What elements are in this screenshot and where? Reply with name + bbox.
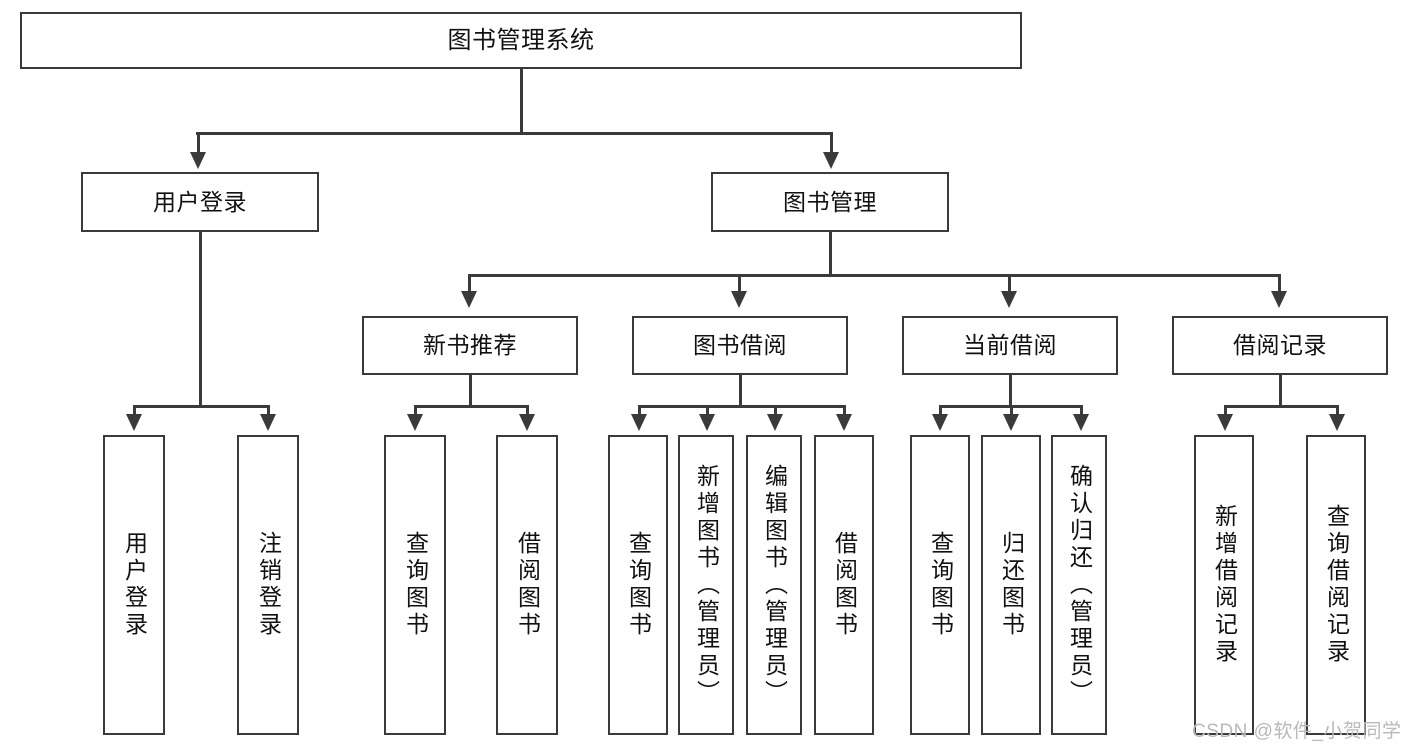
- leaf-confirm-return-admin[interactable]: 确认归还（管理员）: [1051, 435, 1107, 735]
- arrowhead-book-borrow-child-4: [836, 414, 852, 431]
- arrowhead-book-management: [823, 152, 839, 169]
- connector-drop-new-book: [468, 274, 471, 294]
- arrowhead-new-book: [461, 291, 477, 308]
- node-label: 借阅图书: [514, 531, 541, 639]
- arrowhead-borrow-record-child-2: [1329, 414, 1345, 431]
- node-label: 确认归还（管理员）: [1066, 463, 1093, 707]
- connector-new-book-stem: [469, 375, 472, 405]
- node-book-borrow[interactable]: 图书借阅: [632, 316, 848, 375]
- connector-book-management-stem: [829, 232, 832, 276]
- leaf-borrow-book[interactable]: 借阅图书: [814, 435, 874, 735]
- arrowhead-book-borrow-child-1: [631, 414, 647, 431]
- connector-root-stem: [520, 69, 523, 133]
- connector-book-borrow-child-1: [638, 405, 641, 417]
- connector-level3-bar: [468, 274, 1281, 277]
- connector-borrow-record-stem: [1279, 375, 1282, 405]
- leaf-borrow-book-recommend[interactable]: 借阅图书: [496, 435, 558, 735]
- node-label: 新书推荐: [423, 332, 517, 359]
- node-label: 新增借阅记录: [1211, 504, 1238, 666]
- node-label: 查询借阅记录: [1323, 504, 1350, 666]
- connector-new-book-bar: [414, 405, 528, 408]
- connector-drop-book-management: [830, 132, 833, 157]
- connector-drop-borrow-record: [1278, 274, 1281, 294]
- arrowhead-new-book-child-1: [407, 414, 423, 431]
- arrowhead-book-borrow-child-3: [767, 414, 783, 431]
- connector-book-borrow-bar: [638, 405, 846, 408]
- node-label: 归还图书: [998, 531, 1025, 639]
- connector-book-borrow-child-3: [774, 405, 777, 417]
- leaf-search-borrow-record[interactable]: 查询借阅记录: [1306, 435, 1366, 735]
- node-label: 查询图书: [402, 531, 429, 639]
- connector-user-login-child-2: [267, 405, 270, 417]
- arrowhead-borrow-record-child-1: [1217, 414, 1233, 431]
- connector-drop-current-borrow: [1008, 274, 1011, 294]
- node-new-book-recommend[interactable]: 新书推荐: [362, 316, 578, 375]
- leaf-search-book-recommend[interactable]: 查询图书: [384, 435, 446, 735]
- arrowhead-current-borrow-child-1: [932, 414, 948, 431]
- node-borrow-record[interactable]: 借阅记录: [1172, 316, 1388, 375]
- leaf-logout[interactable]: 注销登录: [237, 435, 299, 735]
- arrowhead-current-borrow: [1001, 291, 1017, 308]
- arrowhead-book-borrow: [731, 291, 747, 308]
- arrowhead-book-borrow-child-2: [699, 414, 715, 431]
- arrowhead-user-login: [190, 152, 206, 169]
- leaf-search-book[interactable]: 查询图书: [608, 435, 668, 735]
- connector-new-book-child-1: [414, 405, 417, 417]
- connector-drop-user-login: [197, 132, 200, 157]
- node-label: 图书管理: [783, 188, 877, 215]
- connector-level1-bar: [196, 132, 833, 135]
- arrowhead-user-login-child-1: [126, 414, 142, 431]
- node-label: 借阅记录: [1233, 332, 1327, 359]
- connector-current-borrow-stem: [1009, 375, 1012, 405]
- node-label: 查询图书: [625, 531, 652, 639]
- connector-drop-book-borrow: [738, 274, 741, 294]
- node-current-borrow[interactable]: 当前借阅: [902, 316, 1118, 375]
- connector-user-login-bar: [133, 405, 269, 408]
- connector-book-borrow-stem: [739, 375, 742, 405]
- connector-current-borrow-child-2: [1010, 405, 1013, 417]
- connector-book-borrow-child-4: [843, 405, 846, 417]
- node-label: 借阅图书: [831, 531, 858, 639]
- connector-new-book-child-2: [526, 405, 529, 417]
- arrowhead-user-login-child-2: [260, 414, 276, 431]
- node-label: 用户登录: [153, 188, 247, 215]
- arrowhead-borrow-record: [1271, 291, 1287, 308]
- node-user-login[interactable]: 用户登录: [81, 172, 319, 232]
- leaf-user-login[interactable]: 用户登录: [103, 435, 165, 735]
- arrowhead-new-book-child-2: [519, 414, 535, 431]
- leaf-add-borrow-record[interactable]: 新增借阅记录: [1194, 435, 1254, 735]
- leaf-add-book-admin[interactable]: 新增图书（管理员）: [678, 435, 734, 735]
- leaf-edit-book-admin[interactable]: 编辑图书（管理员）: [746, 435, 802, 735]
- watermark-csdn: CSDN @软件_小贺同学: [1192, 721, 1402, 742]
- connector-borrow-record-child-2: [1336, 405, 1339, 417]
- leaf-return-book[interactable]: 归还图书: [981, 435, 1041, 735]
- arrowhead-current-borrow-child-2: [1003, 414, 1019, 431]
- node-book-management-system[interactable]: 图书管理系统: [20, 12, 1022, 69]
- node-label: 注销登录: [255, 531, 282, 639]
- connector-borrow-record-bar: [1224, 405, 1338, 408]
- connector-current-borrow-child-1: [939, 405, 942, 417]
- connector-user-login-child-1: [133, 405, 136, 417]
- connector-book-borrow-child-2: [706, 405, 709, 417]
- node-label: 图书借阅: [693, 332, 787, 359]
- node-book-management[interactable]: 图书管理: [711, 172, 949, 232]
- leaf-search-book-current[interactable]: 查询图书: [910, 435, 970, 735]
- node-label: 当前借阅: [963, 332, 1057, 359]
- connector-user-login-stem: [199, 232, 202, 407]
- node-label: 用户登录: [121, 531, 148, 639]
- connector-current-borrow-child-3: [1080, 405, 1083, 417]
- node-label: 新增图书（管理员）: [693, 463, 720, 707]
- node-label: 编辑图书（管理员）: [761, 463, 788, 707]
- connector-borrow-record-child-1: [1224, 405, 1227, 417]
- node-label: 图书管理系统: [447, 26, 595, 54]
- arrowhead-current-borrow-child-3: [1073, 414, 1089, 431]
- node-label: 查询图书: [927, 531, 954, 639]
